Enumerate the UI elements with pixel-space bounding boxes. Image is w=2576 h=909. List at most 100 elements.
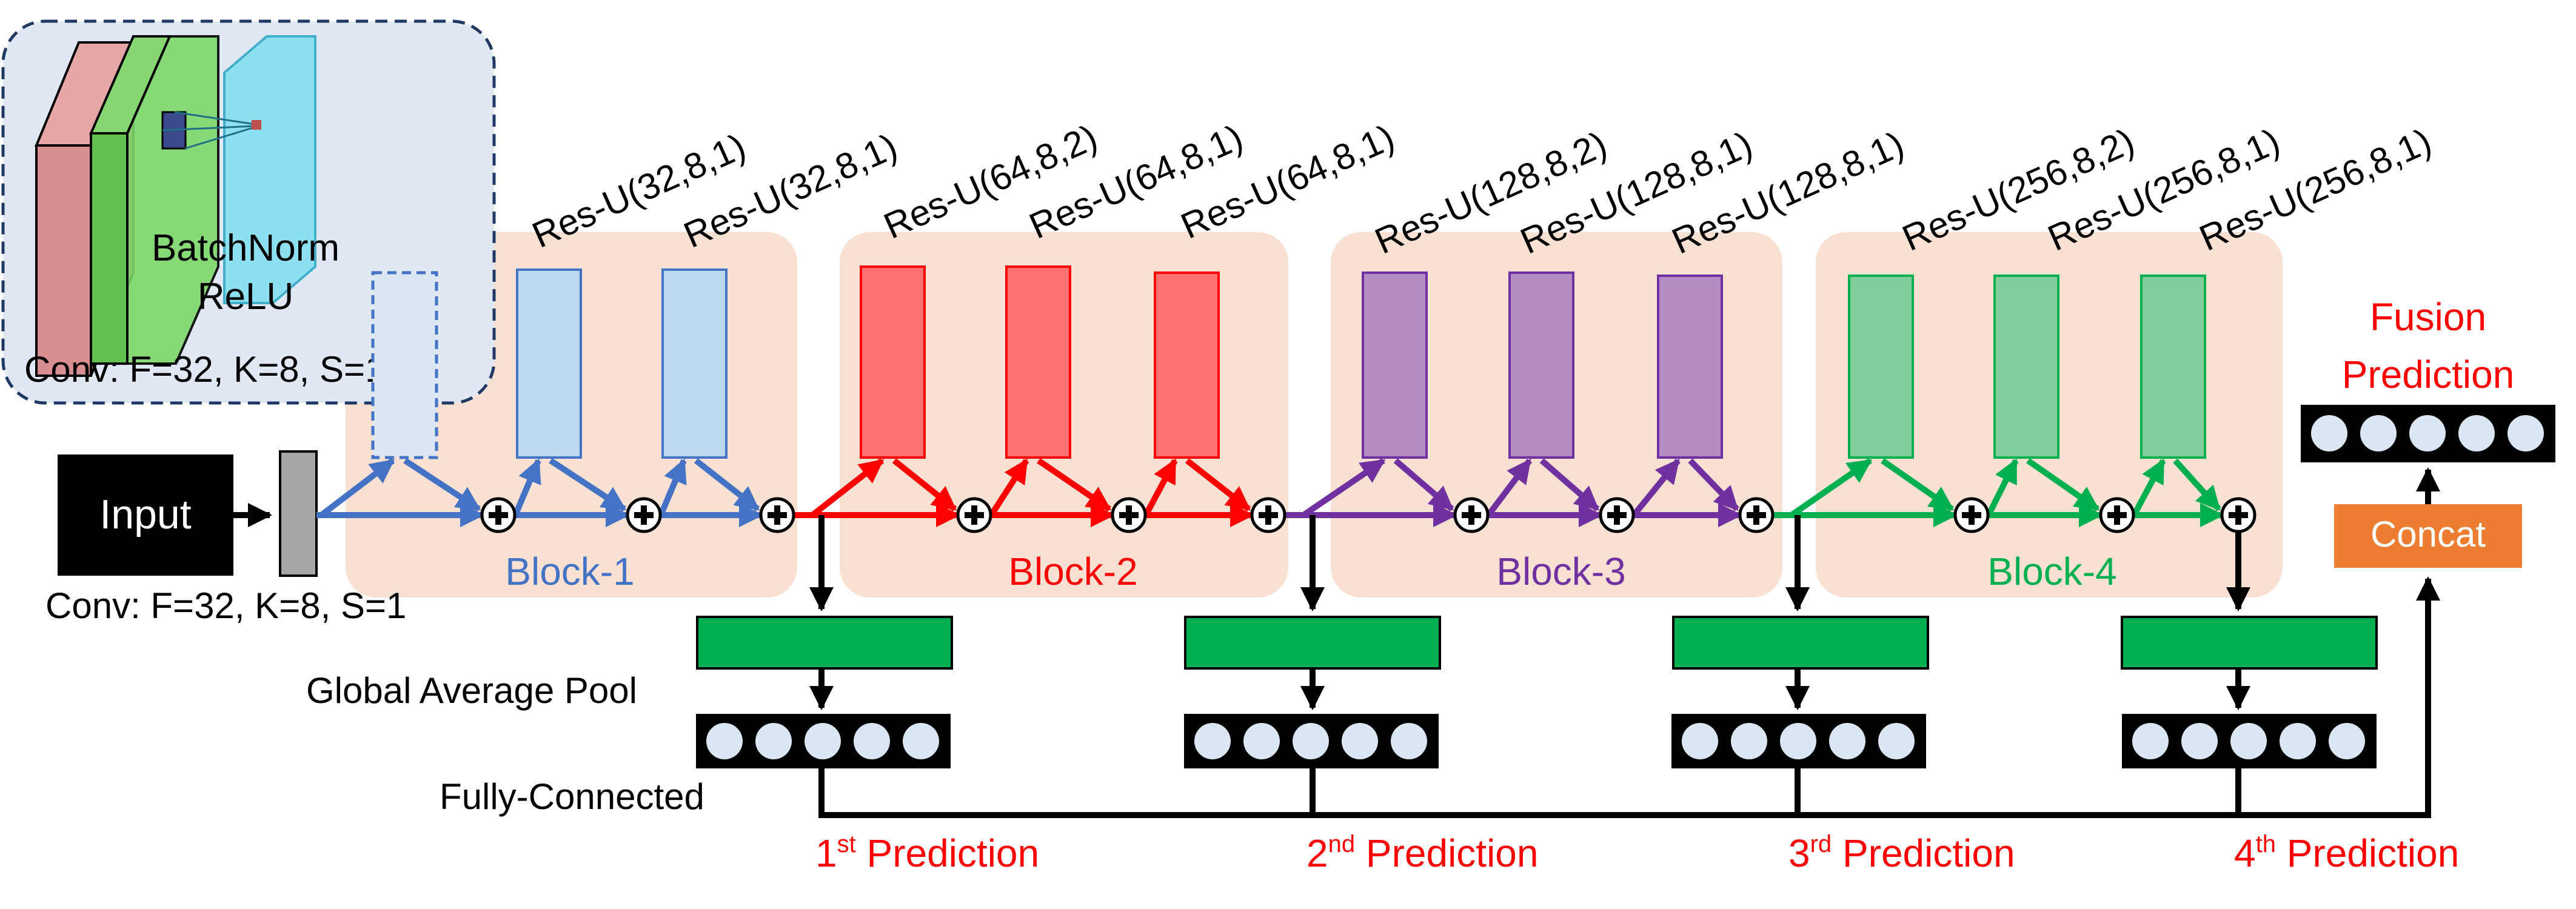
prediction-number: 4: [2234, 831, 2256, 875]
fc-node: [2329, 723, 2365, 759]
prediction-label-3: 3rd Prediction: [1788, 831, 2015, 875]
fc-node: [1829, 723, 1865, 759]
add-node: [1599, 497, 1635, 533]
global-average-pool-4: [2121, 616, 2378, 670]
addition-nodes: [480, 497, 2257, 533]
fc-node: [854, 723, 890, 759]
path-segment: [512, 458, 541, 516]
kernel-line-2: [184, 126, 255, 150]
input-conv-layer: [279, 450, 318, 577]
res-unit-3: [661, 268, 728, 459]
res-unit-9: [1657, 275, 1723, 459]
prediction-superscript: st: [837, 831, 856, 857]
fc-node: [903, 723, 939, 759]
path-segment: [892, 458, 957, 511]
global-average-pool-3: [1672, 616, 1929, 670]
prediction-superscript: rd: [1810, 831, 1832, 857]
output-pixel: [252, 120, 261, 130]
res-unit-10: [1848, 275, 1914, 459]
fc-node: [2280, 723, 2316, 759]
conv-inset: BatchNorm ReLU Conv: F=32, K=8, S=1: [1, 19, 496, 405]
fc-node: [1780, 723, 1816, 759]
block-2-label: Block-2: [1008, 550, 1137, 593]
block-1-label: Block-1: [505, 550, 634, 593]
fc-node: [1391, 723, 1427, 759]
prediction-superscript: nd: [1328, 831, 1356, 857]
concat-box: [2334, 504, 2522, 568]
fc-node: [805, 723, 841, 759]
global-average-pool-2: [1184, 616, 1441, 670]
inset-batchnorm-label: BatchNorm: [152, 227, 340, 269]
res-unit-2: [516, 268, 582, 459]
path-segment: [403, 458, 481, 512]
res-unit-6: [1154, 271, 1220, 459]
fc-node: [2311, 415, 2347, 451]
add-node: [1111, 497, 1147, 533]
path-segment: [2026, 458, 2100, 512]
res-unit-7: [1362, 271, 1428, 459]
res-unit-12: [2140, 275, 2206, 459]
add-node: [2220, 497, 2257, 533]
fusion-label-line-1: Fusion: [2370, 295, 2486, 339]
feature-map-green: [90, 132, 129, 365]
prediction-number: 3: [1788, 831, 1810, 875]
input-conv-label: Conv: F=32, K=8, S=1: [45, 585, 406, 626]
path-segment: [2131, 458, 2166, 517]
path-segment: [658, 458, 687, 516]
prediction-number: 1: [815, 831, 837, 875]
res-unit-8: [1508, 271, 1574, 459]
inset-relu-label: ReLU: [198, 276, 294, 318]
res-unit-4: [860, 265, 926, 459]
fc-node: [1293, 723, 1329, 759]
input-label: Input: [99, 491, 191, 538]
path-segment: [1143, 458, 1178, 517]
block-3-label: Block-3: [1496, 550, 1625, 593]
block-4-label: Block-4: [1987, 550, 2116, 593]
fc-node: [755, 723, 792, 759]
path-segment: [549, 458, 627, 512]
global-average-pool-1: [696, 616, 953, 670]
path-segment: [1688, 458, 1739, 511]
fc-node: [2132, 723, 2169, 759]
fc-node: [2230, 723, 2267, 759]
residual-units: [371, 265, 2206, 459]
block-4-arrows: [1773, 458, 2224, 527]
fc-node: [2409, 415, 2446, 451]
add-node: [626, 497, 662, 533]
fc-node: [2181, 723, 2218, 759]
block-1-arrows: [316, 458, 763, 527]
path-segment: [1631, 458, 1681, 518]
fully-connected-3: [1671, 714, 1926, 768]
path-segment: [1037, 458, 1112, 512]
kernel-line-1: [174, 111, 255, 125]
fc-node: [2458, 415, 2495, 451]
fc-node: [2360, 415, 2397, 451]
path-segment: [1881, 458, 1955, 512]
res-unit-1: [371, 271, 438, 459]
path-segment: [319, 458, 395, 518]
path-segment: [1986, 458, 2019, 517]
fc-node: [1342, 723, 1378, 759]
prediction-label-1: 1st Prediction: [815, 831, 1039, 875]
fully-connected-label: Fully-Connected: [440, 776, 704, 817]
path-segment: [1486, 458, 1532, 518]
prediction-heads: Global Average Pool Fully-Connected: [306, 515, 2440, 818]
fc-node: [1243, 723, 1280, 759]
add-node: [1953, 497, 1990, 533]
prediction-superscript: th: [2256, 831, 2276, 857]
path-segment: [810, 458, 885, 518]
fusion-fully-connected: [2301, 405, 2555, 462]
fully-connected-4: [2122, 714, 2377, 768]
inset-conv-label: Conv: F=32, K=8, S=1: [24, 349, 385, 390]
add-node: [956, 497, 992, 533]
prediction-text: Prediction: [1355, 831, 1538, 875]
fc-node: [706, 723, 743, 759]
input-box: [58, 454, 233, 576]
path-segment: [1302, 458, 1386, 518]
add-node: [1738, 497, 1775, 533]
kernel-line-3: [162, 125, 255, 132]
block-labels: Block-1 Block-2 Block-3 Block-4: [505, 550, 2116, 593]
feature-map-green-side: [126, 35, 219, 365]
path-segment: [2173, 458, 2221, 511]
